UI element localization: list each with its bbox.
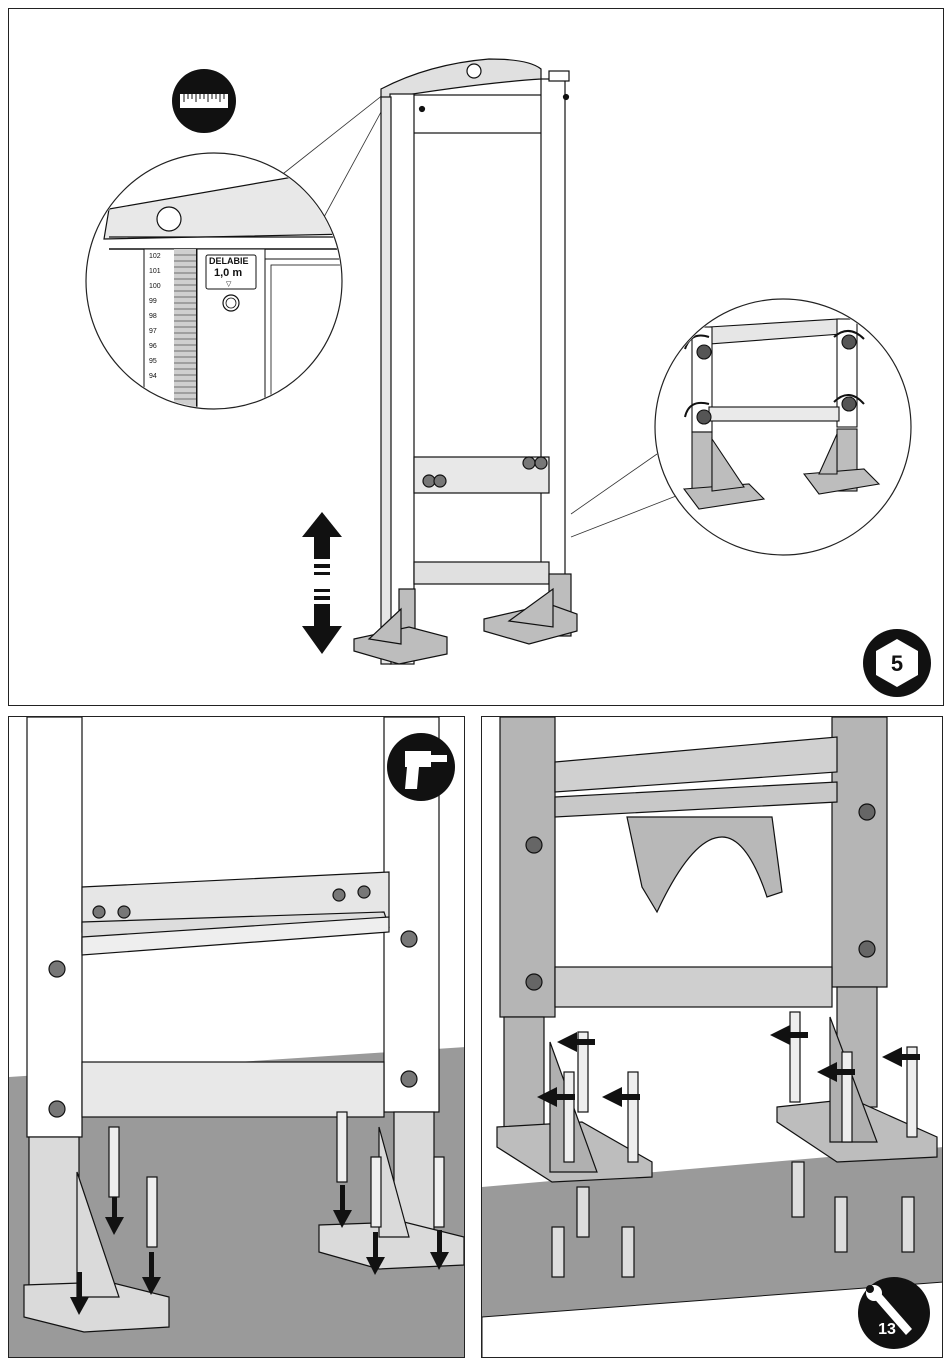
height-marker-symbol: ▽ bbox=[226, 281, 232, 288]
scale-tick: 97 bbox=[149, 328, 157, 335]
height-marker-label: 1,0 m bbox=[214, 267, 242, 279]
anchor-bolts-illustration: 13 bbox=[482, 717, 943, 1358]
scale-tick: 101 bbox=[149, 268, 161, 275]
step-13-panel: 13 bbox=[481, 716, 943, 1358]
frame-height-adjust-illustration: 102 101 100 99 98 97 96 95 94 DELABIE 1,… bbox=[9, 9, 944, 706]
ruler-icon bbox=[172, 69, 236, 133]
drill-icon bbox=[387, 733, 455, 801]
drilling-panel bbox=[8, 716, 465, 1358]
scale-tick: 94 bbox=[149, 373, 157, 380]
drill-floor-holes-illustration bbox=[9, 717, 465, 1358]
adjust-height-arrow bbox=[302, 512, 342, 654]
step-5-panel: 102 101 100 99 98 97 96 95 94 DELABIE 1,… bbox=[8, 8, 944, 706]
installation-frame bbox=[354, 59, 577, 664]
brand-label: DELABIE bbox=[209, 256, 249, 266]
scale-tick: 102 bbox=[149, 253, 161, 260]
step-number: 5 bbox=[891, 651, 903, 676]
wrench-icon: 13 bbox=[858, 1277, 930, 1349]
scale-tick: 96 bbox=[149, 343, 157, 350]
scale-tick: 95 bbox=[149, 358, 157, 365]
step-badge: 5 bbox=[863, 629, 931, 697]
scale-tick: 100 bbox=[149, 283, 161, 290]
step-number: 13 bbox=[878, 1321, 896, 1338]
zoom-detail-level: 102 101 100 99 98 97 96 95 94 DELABIE 1,… bbox=[86, 94, 387, 415]
zoom-detail-feet bbox=[571, 299, 911, 555]
scale-tick: 99 bbox=[149, 298, 157, 305]
scale-tick: 98 bbox=[149, 313, 157, 320]
